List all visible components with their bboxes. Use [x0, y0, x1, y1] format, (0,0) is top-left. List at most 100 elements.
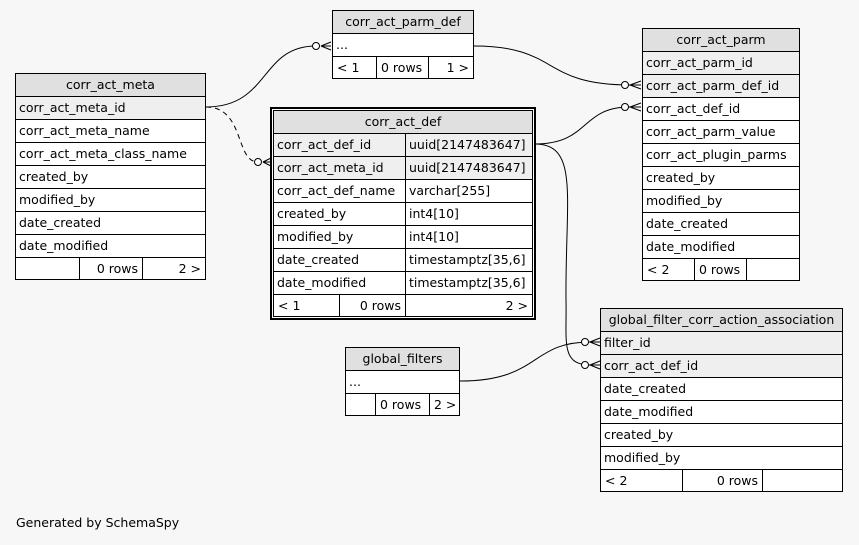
footer-rows: 0 rows	[377, 57, 429, 78]
crowfoot-circle	[621, 81, 629, 89]
crowfoot	[589, 337, 601, 347]
column-row[interactable]: corr_act_meta_id	[16, 97, 205, 120]
column-row[interactable]: date_modified	[601, 401, 842, 424]
table-footer: < 2 0 rows	[643, 259, 799, 280]
footer-parents: < 1	[274, 295, 340, 316]
column-row[interactable]: filter_id	[601, 332, 842, 355]
column-type: uuid[2147483647]	[409, 160, 526, 175]
column-row[interactable]: created_by	[16, 166, 205, 189]
column-row[interactable]: date_created	[16, 212, 205, 235]
column-row[interactable]: date_modified	[16, 235, 205, 258]
column-row[interactable]: modified_by	[601, 447, 842, 470]
table-title[interactable]: corr_act_parm	[643, 29, 799, 52]
table-title[interactable]: global_filters	[346, 348, 459, 371]
crowfoot-circle	[312, 42, 320, 50]
column-name: modified_by	[274, 226, 406, 248]
table-corr-act-parm-def[interactable]: corr_act_parm_def ... < 1 0 rows 1 >	[332, 10, 474, 79]
table-corr-act-parm[interactable]: corr_act_parm corr_act_parm_id corr_act_…	[642, 28, 800, 281]
column-row[interactable]: corr_act_def_id uuid[2147483647]	[274, 134, 532, 157]
column-type: uuid[2147483647]	[409, 137, 526, 152]
column-row[interactable]: ...	[346, 371, 459, 394]
crowfoot	[262, 157, 272, 167]
footer-children: 2 >	[505, 298, 528, 313]
column-row[interactable]: corr_act_meta_name	[16, 120, 205, 143]
generated-by-label: Generated by SchemaSpy	[16, 515, 180, 530]
rel-filters-to-assoc	[459, 341, 591, 382]
crowfoot-circle	[581, 338, 589, 346]
column-type: int4[10]	[409, 206, 459, 221]
column-type: timestamptz[35,6]	[409, 252, 526, 267]
table-title[interactable]: corr_act_def	[274, 111, 532, 134]
rel-def-to-parm	[534, 106, 631, 145]
footer-parents: < 1	[333, 57, 377, 78]
column-name: corr_act_meta_id	[274, 157, 406, 179]
column-row[interactable]: date_created timestamptz[35,6]	[274, 249, 532, 272]
crowfoot	[320, 41, 332, 51]
footer-rows: 0 rows	[376, 394, 430, 415]
table-footer: 0 rows 2 >	[346, 394, 459, 415]
column-type: int4[10]	[409, 229, 459, 244]
table-footer: < 1 0 rows 1 >	[333, 57, 473, 78]
footer-parents	[346, 394, 376, 415]
column-row[interactable]: corr_act_def_name varchar[255]	[274, 180, 532, 203]
rel-meta-to-parm-def	[205, 45, 317, 108]
table-corr-act-def[interactable]: corr_act_def corr_act_def_id uuid[214748…	[270, 107, 536, 320]
table-title[interactable]: corr_act_parm_def	[333, 11, 473, 34]
rel-parm-def-to-parm	[473, 45, 631, 86]
footer-children	[763, 470, 842, 491]
column-row[interactable]: created_by int4[10]	[274, 203, 532, 226]
table-footer: < 2 0 rows	[601, 470, 842, 491]
column-name: date_modified	[274, 272, 406, 294]
column-row[interactable]: date_modified	[643, 236, 799, 259]
table-corr-act-meta[interactable]: corr_act_meta corr_act_meta_id corr_act_…	[15, 73, 206, 280]
crowfoot	[629, 102, 642, 112]
column-row[interactable]: corr_act_parm_id	[643, 52, 799, 75]
column-row[interactable]: date_created	[601, 378, 842, 401]
footer-parents	[16, 258, 80, 279]
table-global-filters[interactable]: global_filters ... 0 rows 2 >	[345, 347, 460, 416]
footer-children: 1 >	[446, 60, 469, 75]
footer-rows: 0 rows	[683, 470, 763, 491]
column-row[interactable]: ...	[333, 34, 473, 57]
footer-rows: 0 rows	[340, 295, 406, 316]
crowfoot-circle	[621, 103, 629, 111]
table-title[interactable]: global_filter_corr_action_association	[601, 309, 842, 332]
footer-rows: 0 rows	[80, 258, 143, 279]
crowfoot-circle	[581, 361, 589, 369]
column-type: timestamptz[35,6]	[409, 275, 526, 290]
footer-children: 2 >	[434, 397, 457, 412]
footer-rows: 0 rows	[695, 259, 747, 280]
column-row[interactable]: created_by	[643, 167, 799, 190]
column-name: corr_act_def_name	[274, 180, 406, 202]
column-row[interactable]: corr_act_def_id	[643, 98, 799, 121]
footer-parents: < 2	[601, 470, 683, 491]
column-type: varchar[255]	[409, 183, 491, 198]
footer-children	[747, 259, 799, 280]
column-row[interactable]: modified_by	[643, 190, 799, 213]
column-row[interactable]: corr_act_parm_def_id	[643, 75, 799, 98]
table-global-filter-corr-action-association[interactable]: global_filter_corr_action_association fi…	[600, 308, 843, 492]
crowfoot-circle	[254, 158, 262, 166]
column-row[interactable]: corr_act_parm_value	[643, 121, 799, 144]
footer-parents: < 2	[643, 259, 695, 280]
column-row[interactable]: corr_act_plugin_parms	[643, 144, 799, 167]
column-row[interactable]: created_by	[601, 424, 842, 447]
crowfoot	[629, 80, 642, 90]
footer-children: 2 >	[178, 261, 201, 276]
column-name: created_by	[274, 203, 406, 225]
table-footer: 0 rows 2 >	[16, 258, 205, 279]
rel-def-to-assoc	[534, 143, 591, 366]
column-row[interactable]: corr_act_def_id	[601, 355, 842, 378]
column-row[interactable]: corr_act_meta_id uuid[2147483647]	[274, 157, 532, 180]
table-footer: < 1 0 rows 2 >	[274, 295, 532, 316]
table-title[interactable]: corr_act_meta	[16, 74, 205, 97]
column-row[interactable]: date_created	[643, 213, 799, 236]
column-name: date_created	[274, 249, 406, 271]
column-row[interactable]: modified_by int4[10]	[274, 226, 532, 249]
column-row[interactable]: corr_act_meta_class_name	[16, 143, 205, 166]
column-row[interactable]: date_modified timestamptz[35,6]	[274, 272, 532, 295]
column-row[interactable]: modified_by	[16, 189, 205, 212]
crowfoot	[589, 360, 601, 370]
